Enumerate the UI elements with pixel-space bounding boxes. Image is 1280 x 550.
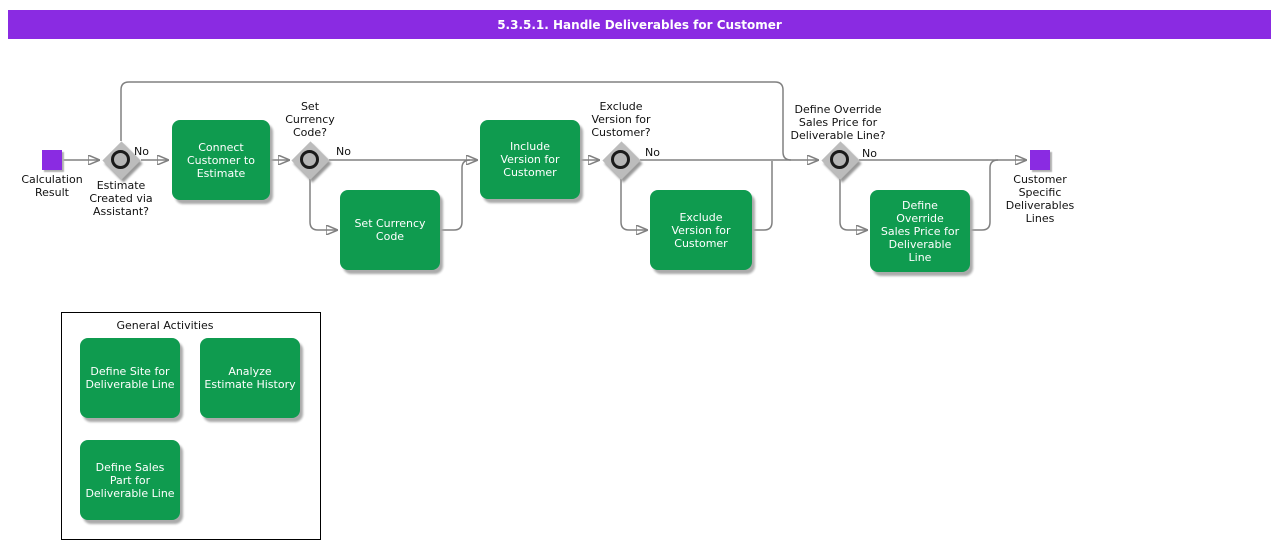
gateway-set-currency-code <box>290 140 330 180</box>
activity-define-override-sales-price[interactable]: Define Override Sales Price for Delivera… <box>870 190 970 272</box>
connector-gateway3-down-to-exclude-version <box>620 179 647 230</box>
activity-exclude-version-for-customer[interactable]: Exclude Version for Customer <box>650 190 752 270</box>
activity-connect-customer-to-estimate[interactable]: Connect Customer to Estimate <box>172 120 270 200</box>
connector-gateway1-yes-loop-top <box>120 81 792 161</box>
connector-define-override-merge-up <box>970 159 999 231</box>
connector-gateway4-down-to-define-override <box>839 179 867 230</box>
connector-set-currency-merge-up <box>440 159 471 231</box>
gateway3-question-label: Exclude Version for Customer? <box>591 100 651 139</box>
gateway4-no-branch-label: No <box>862 147 877 160</box>
gateway1-question-label: Estimate Created via Assistant? <box>89 179 153 218</box>
gateway-circle-icon <box>111 150 130 169</box>
end-node-label: Customer Specific Deliverables Lines <box>1005 173 1075 225</box>
general-activities-title: General Activities <box>116 319 214 332</box>
gateway4-question-label: Define Override Sales Price for Delivera… <box>790 103 886 142</box>
activity-set-currency-code[interactable]: Set Currency Code <box>340 190 440 270</box>
gateway-estimate-created-via-assistant <box>101 140 141 180</box>
activity-define-site-for-deliverable-line[interactable]: Define Site for Deliverable Line <box>80 338 180 418</box>
activity-include-version-for-customer[interactable]: Include Version for Customer <box>480 120 580 199</box>
activity-analyze-estimate-history[interactable]: Analyze Estimate History <box>200 338 300 418</box>
gateway-circle-icon <box>300 150 319 169</box>
gateway2-question-label: Set Currency Code? <box>285 100 335 139</box>
connector-gateway2-down-to-set-currency <box>309 179 337 230</box>
activity-define-sales-part-for-deliverable-line[interactable]: Define Sales Part for Deliverable Line <box>80 440 180 520</box>
connector-exclude-version-merge-up <box>752 161 773 231</box>
gateway-circle-icon <box>830 150 849 169</box>
gateway2-no-branch-label: No <box>336 145 351 158</box>
start-node-label: Calculation Result <box>21 173 83 199</box>
diagram-title-bar: 5.3.5.1. Handle Deliverables for Custome… <box>8 10 1271 39</box>
gateway-define-override-sales-price <box>820 140 860 180</box>
start-node-calculation-result[interactable] <box>42 150 62 170</box>
gateway3-no-branch-label: No <box>645 146 660 159</box>
gateway1-no-branch-label: No <box>134 145 149 158</box>
end-node-customer-specific-deliverables[interactable] <box>1030 150 1050 170</box>
gateway-exclude-version-for-customer <box>601 140 641 180</box>
gateway-circle-icon <box>611 150 630 169</box>
